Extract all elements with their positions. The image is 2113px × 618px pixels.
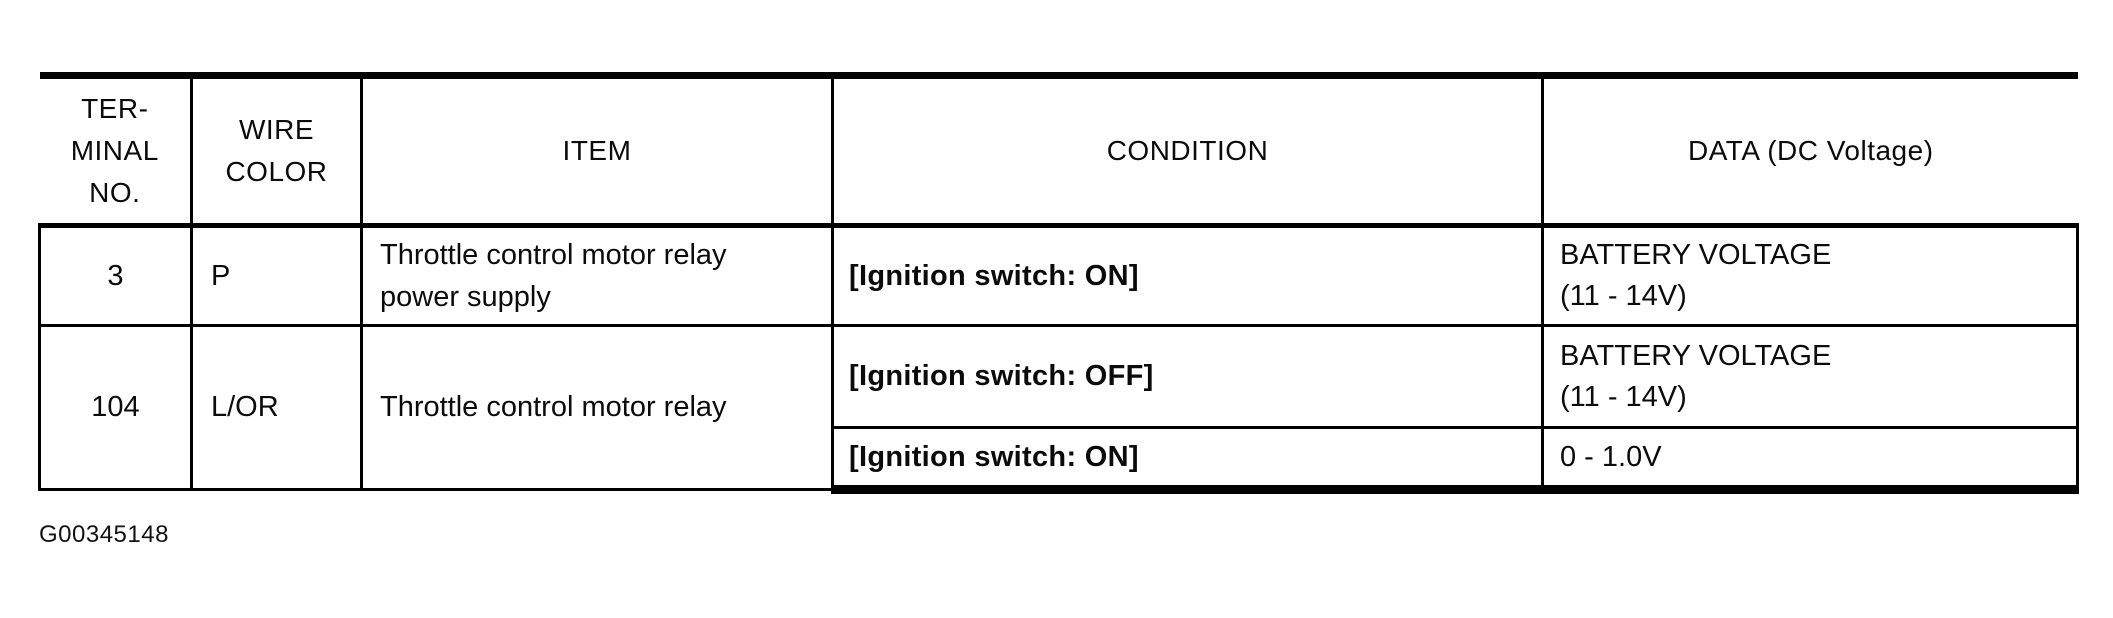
condition-cell: [Ignition switch: ON] — [832, 427, 1544, 494]
header-item: ITEM — [361, 72, 834, 228]
condition-cell: [Ignition switch: OFF] — [832, 325, 1544, 429]
figure-id: G00345148 — [39, 521, 169, 548]
terminal-data-table: TER- MINAL NO. WIRE COLOR ITEM CONDITION… — [38, 72, 2079, 494]
table-header-row: TER- MINAL NO. WIRE COLOR ITEM CONDITION… — [39, 72, 2078, 228]
header-terminal-no: TER- MINAL NO. — [39, 72, 193, 228]
data-cell: BATTERY VOLTAGE (11 - 14V) — [1542, 325, 2079, 429]
item-cell: Throttle control motor relay power suppl… — [361, 225, 834, 327]
table-row: 104 L/OR Throttle control motor relay [I… — [38, 325, 2079, 491]
wire-color-cell: P — [191, 225, 363, 327]
condition-cell: [Ignition switch: ON] — [832, 225, 1544, 327]
data-cell: BATTERY VOLTAGE (11 - 14V) — [1542, 225, 2079, 327]
header-data-dc-voltage: DATA (DC Voltage) — [1542, 72, 2078, 228]
table-row: [Ignition switch: ON] 0 - 1.0V — [40, 427, 2079, 494]
data-cell: 0 - 1.0V — [1542, 427, 2079, 494]
item-cell: Throttle control motor relay — [361, 325, 834, 491]
terminal-no-cell: 3 — [38, 225, 193, 327]
wire-color-cell: L/OR — [191, 325, 363, 491]
terminal-no-cell: 104 — [38, 325, 193, 491]
header-wire-color: WIRE COLOR — [191, 72, 363, 228]
table-row: 3 P Throttle control motor relay power s… — [38, 225, 2079, 327]
header-condition: CONDITION — [832, 72, 1544, 228]
